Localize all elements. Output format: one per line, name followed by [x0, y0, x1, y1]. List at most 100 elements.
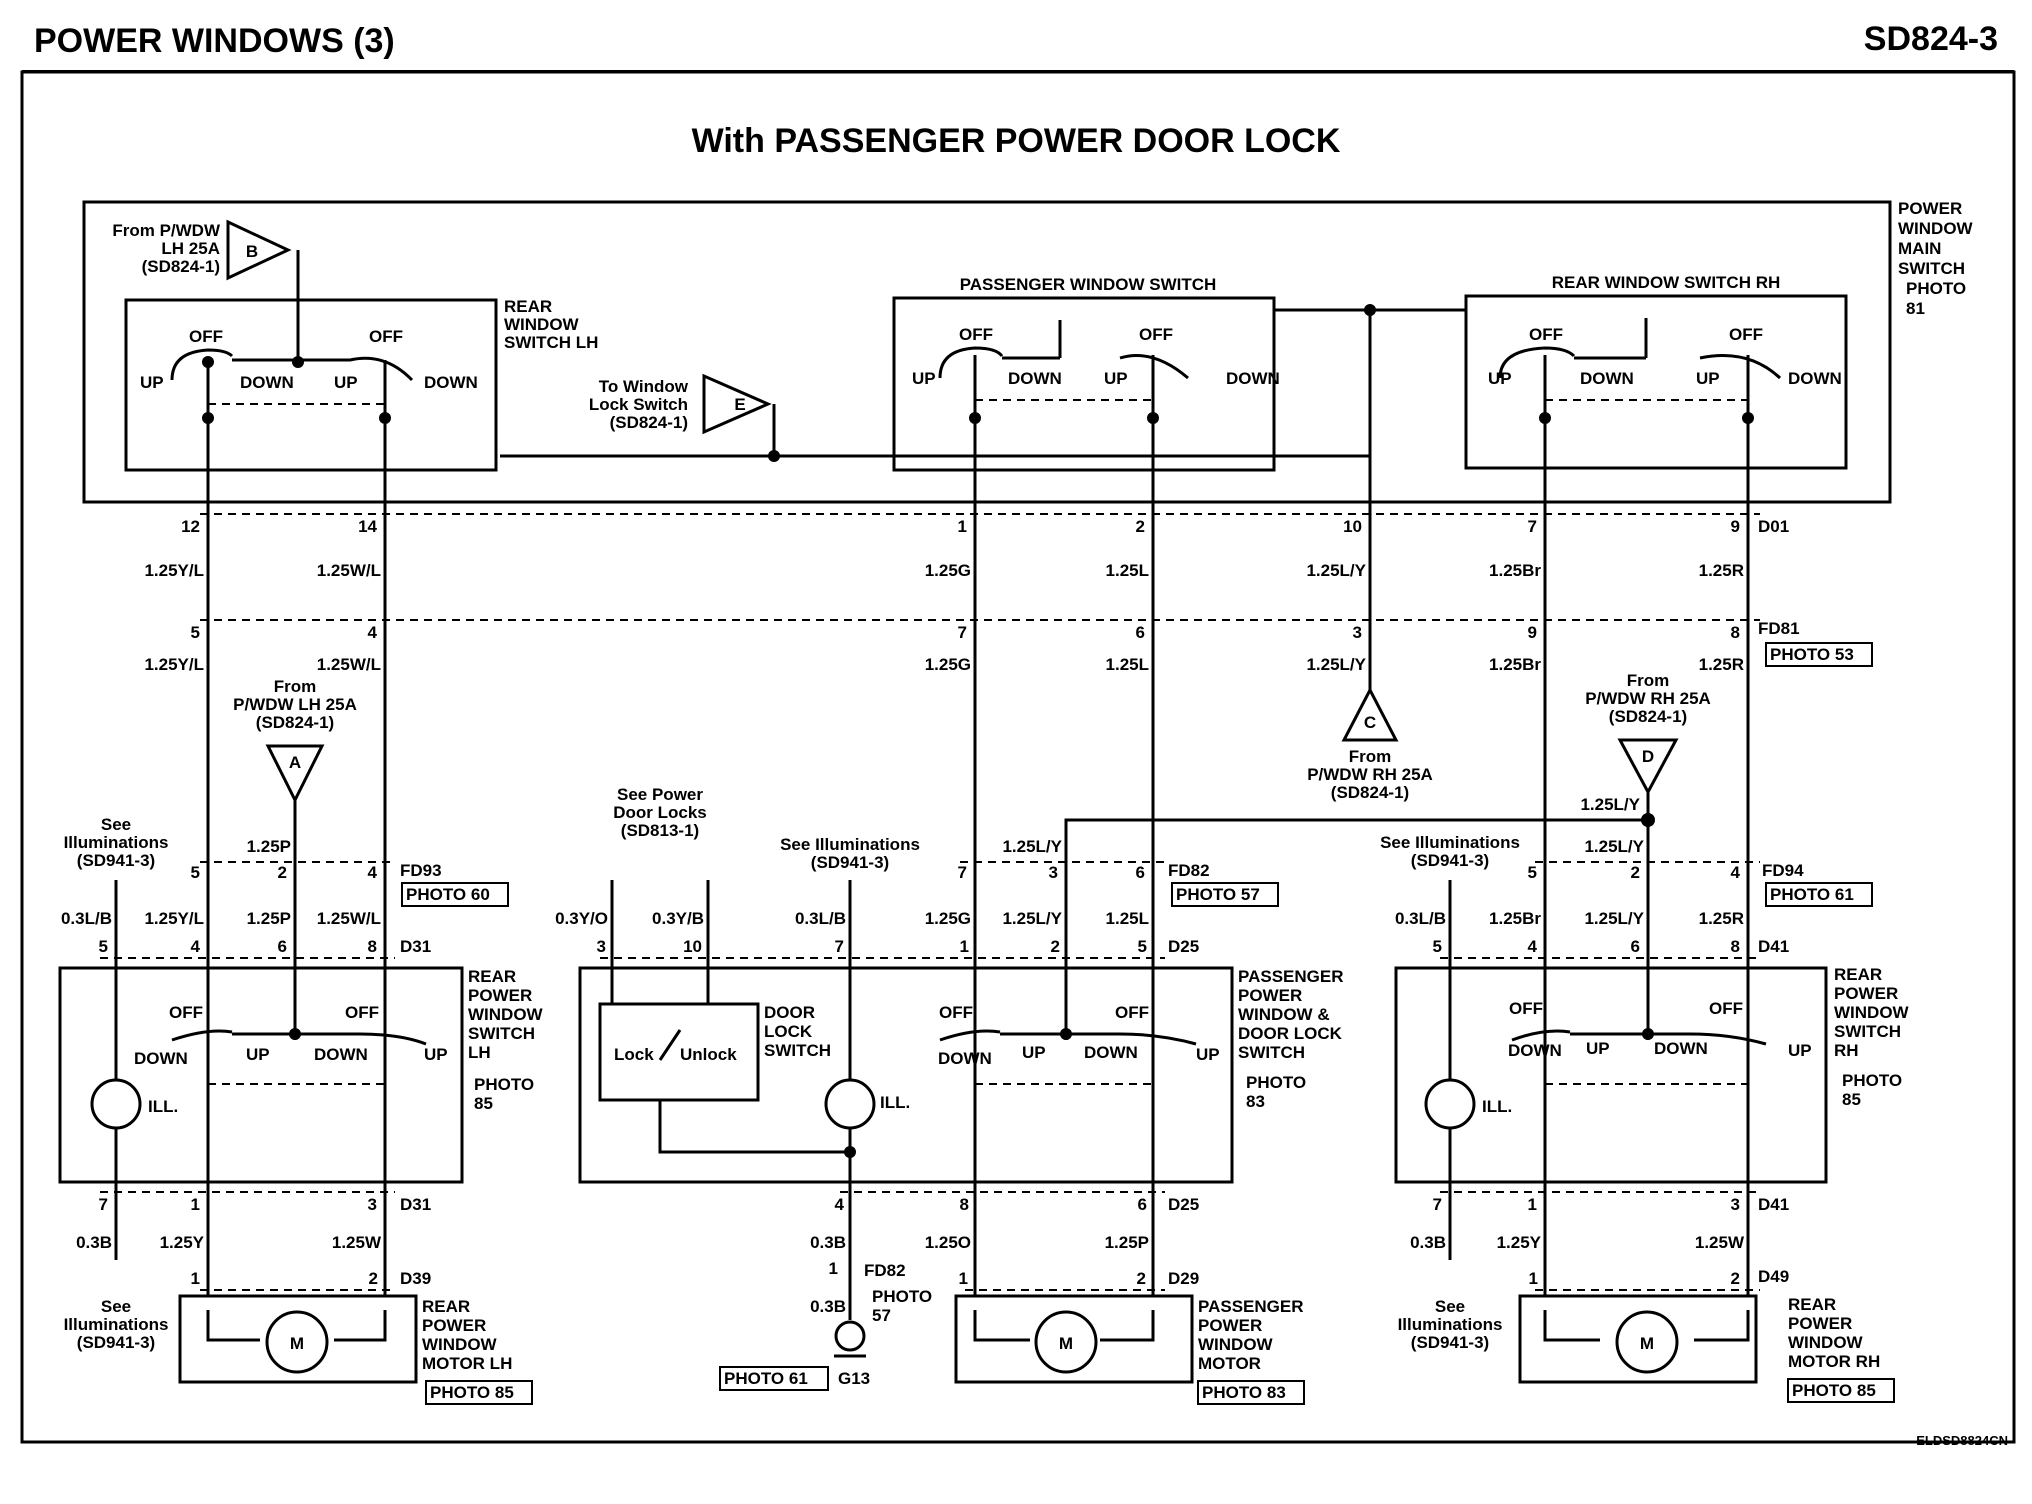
rear-rh-motor-label-line-3: MOTOR RH: [1788, 1352, 1880, 1371]
main-switch-photo-line-0: PHOTO: [1906, 279, 1966, 298]
rear-lh-top-color-3: 1.25W/L: [317, 909, 381, 928]
rear-lh-bottom-pin-2: 3: [368, 1195, 377, 1214]
passenger-label-line-0: PASSENGER: [1238, 967, 1344, 986]
passenger-motor-pin-0: 1: [959, 1269, 968, 1288]
see-illum-rh-line-0: See Illuminations: [1380, 833, 1520, 852]
ground-tag: FD82: [864, 1261, 906, 1280]
rear-rh-bottom-color-2: 1.25W: [1695, 1233, 1745, 1252]
passenger-ill: ILL.: [880, 1093, 910, 1112]
passenger-motor-label-line-3: MOTOR: [1198, 1354, 1261, 1373]
fd93-tag: FD93: [400, 861, 442, 880]
to-e-label-line-0: To Window: [599, 377, 689, 396]
fd93-mid-color: 1.25P: [247, 837, 291, 856]
passenger-top-pin-5: 5: [1138, 937, 1147, 956]
main-up-3: UP: [1104, 369, 1128, 388]
passenger-up-2: UP: [1196, 1045, 1220, 1064]
passenger-off-2: OFF: [1115, 1003, 1149, 1022]
passenger-top-pin-1: 10: [683, 937, 702, 956]
d01-color-3: 1.25L: [1106, 561, 1149, 580]
passenger-top-color-5: 1.25L: [1106, 909, 1149, 928]
rear-lh-bottom-color-2: 1.25W: [332, 1233, 382, 1252]
d01-color-2: 1.25G: [925, 561, 971, 580]
rear-lh-motor-label-line-1: POWER: [422, 1316, 486, 1335]
main-off-2: OFF: [959, 325, 993, 344]
from-d-label-line-2: (SD824-1): [1609, 707, 1687, 726]
main-down-5: DOWN: [1788, 369, 1842, 388]
main-up-0: UP: [140, 373, 164, 392]
ground-g13: [834, 1230, 866, 1358]
rear-rh-label-line-2: WINDOW: [1834, 1003, 1910, 1022]
main-up-4: UP: [1488, 369, 1512, 388]
main-off-3: OFF: [1139, 325, 1173, 344]
passenger-motor-label-line-2: WINDOW: [1198, 1335, 1274, 1354]
passenger-bottom-pin-0: 4: [835, 1195, 845, 1214]
fd81-color-0: 1.25Y/L: [144, 655, 204, 674]
fd82-photo: PHOTO 57: [1176, 885, 1260, 904]
rear-rh-motor-label-line-1: POWER: [1788, 1314, 1852, 1333]
passenger-label-line-2: WINDOW &: [1238, 1005, 1330, 1024]
rear-rh-off-1: OFF: [1509, 999, 1543, 1018]
fd94-pin-2: 4: [1731, 863, 1741, 882]
from-a-label-line-0: From: [274, 677, 317, 696]
fd94-photo-frame: [1765, 882, 1873, 907]
fd82-pin-1: 3: [1049, 863, 1058, 882]
rear-lh-up-2: UP: [424, 1045, 448, 1064]
passenger-motor-label-line-1: POWER: [1198, 1316, 1262, 1335]
ill-lamp-passenger: [824, 1078, 876, 1130]
fd81-color-2: 1.25G: [925, 655, 971, 674]
fd82-photo-frame: [1171, 882, 1279, 907]
rear-power-window-switch-lh-box: [58, 966, 464, 1184]
motor-lh: [265, 1310, 329, 1374]
rear-rh-photo-line-0: PHOTO: [1842, 1071, 1902, 1090]
from-b-label-line-2: (SD824-1): [142, 257, 220, 276]
passenger-up-1: UP: [1022, 1043, 1046, 1062]
rear-lh-bottom-pin-1: 1: [191, 1195, 200, 1214]
see-illum-passenger-line-1: (SD941-3): [811, 853, 889, 872]
rear-power-window-motor-lh-box: [178, 1294, 418, 1384]
passenger-window-switch-label: PASSENGER WINDOW SWITCH: [960, 275, 1217, 294]
rear-lh-bottom-color-1: 1.25Y: [160, 1233, 205, 1252]
rear-lh-motor-pin-0: 1: [191, 1269, 200, 1288]
connector-d: [1617, 738, 1679, 796]
fd93-photo-frame: [401, 882, 509, 907]
see-door-locks-line-0: See Power: [617, 785, 703, 804]
from-d-label-line-1: P/WDW RH 25A: [1585, 689, 1711, 708]
rear-rh-top-color-3: 1.25R: [1699, 909, 1744, 928]
ground-photo-line-0: PHOTO: [872, 1287, 932, 1306]
passenger-photo-line-1: 83: [1246, 1092, 1265, 1111]
fd94-photo: PHOTO 61: [1770, 885, 1854, 904]
rear-lh-motor-photo: PHOTO 85: [430, 1383, 514, 1402]
see-illum-rh-bottom-line-1: Illuminations: [1398, 1315, 1503, 1334]
main-off-1: OFF: [369, 327, 403, 346]
rear-rh-label-line-1: POWER: [1834, 984, 1898, 1003]
passenger-window-switch-box: [892, 296, 1276, 472]
main-down-2: DOWN: [1008, 369, 1062, 388]
rear-lh-bottom-pin-0: 7: [99, 1195, 108, 1214]
rear-window-switch-rh-box: [1464, 294, 1848, 470]
passenger-top-color-2: 0.3L/B: [795, 909, 846, 928]
passenger-photo-line-0: PHOTO: [1246, 1073, 1306, 1092]
from-c-label-line-1: P/WDW RH 25A: [1307, 765, 1433, 784]
rear-rh-bottom-pin-2: 3: [1731, 1195, 1740, 1214]
rear-rh-motor-label-line-0: REAR: [1788, 1295, 1836, 1314]
d01-tag: D01: [1758, 517, 1789, 536]
main-down-3: DOWN: [1226, 369, 1280, 388]
main-down-0: DOWN: [240, 373, 294, 392]
rear-rh-off-2: OFF: [1709, 999, 1743, 1018]
see-illum-lh-bottom-line-2: (SD941-3): [77, 1333, 155, 1352]
see-illum-rh-bottom-line-0: See: [1435, 1297, 1465, 1316]
from-a-label-line-1: P/WDW LH 25A: [233, 695, 357, 714]
rear-lh-motor-label-line-2: WINDOW: [422, 1335, 498, 1354]
fd81-pin-4: 3: [1353, 623, 1362, 642]
d01-color-0: 1.25Y/L: [144, 561, 204, 580]
rear-lh-ill: ILL.: [148, 1097, 178, 1116]
from-c-label-line-2: (SD824-1): [1331, 783, 1409, 802]
passenger-motor-m: M: [1059, 1334, 1073, 1353]
main-switch-label-line-2: MAIN: [1898, 239, 1941, 258]
diagram-border: [20, 70, 2016, 1444]
fd93-pin-2: 4: [368, 863, 378, 882]
to-e-label-line-1: Lock Switch: [589, 395, 688, 414]
rear-lh-top-color-1: 1.25Y/L: [144, 909, 204, 928]
fd94-tag: FD94: [1762, 861, 1804, 880]
from-a-label-line-2: (SD824-1): [256, 713, 334, 732]
